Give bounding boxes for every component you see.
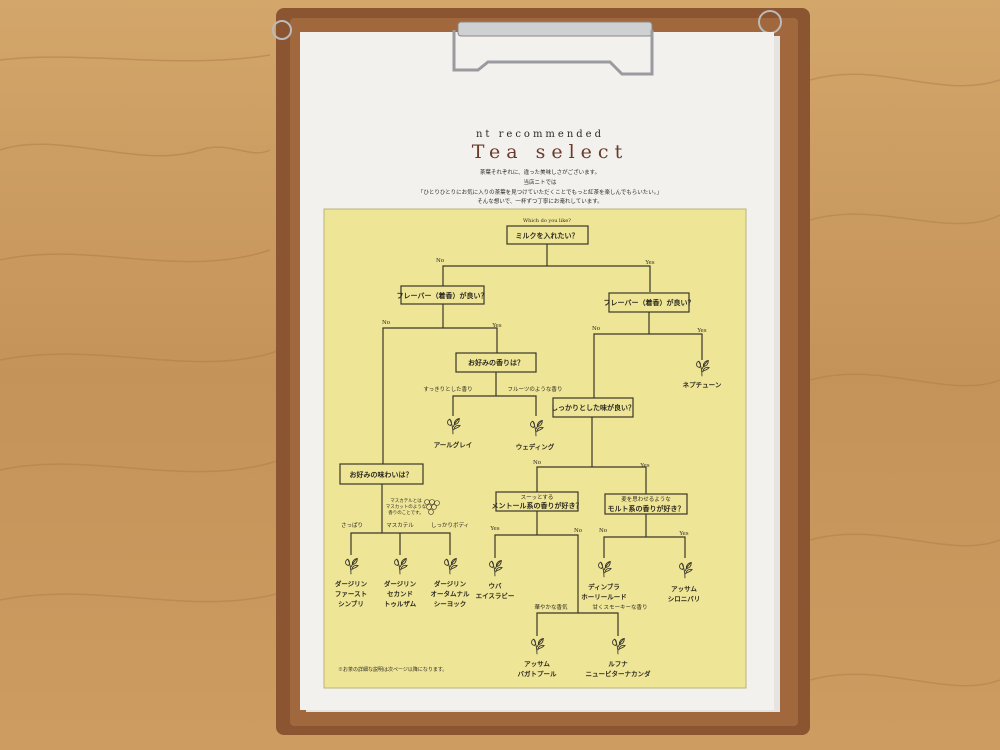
tea-darjeeling-autumnal: オータムナル — [431, 589, 471, 598]
branch-no: No — [382, 320, 391, 326]
question-malt-sub: 麦を思わせるような — [621, 495, 671, 503]
tea-darjeeling-second: セカンド — [387, 590, 413, 598]
question-box-flavor-left — [400, 285, 485, 305]
tea-darjeeling-autumnal: ダージリン — [434, 579, 467, 588]
tea-uva: ウバ — [489, 582, 503, 590]
branch-no: No — [574, 528, 583, 534]
branch-yes: Yes — [644, 260, 654, 266]
connector-lines — [350, 244, 703, 636]
tea-assam-bagatpur: バガトプール — [518, 669, 558, 678]
wood-grain — [0, 54, 1000, 687]
question-box-menthol — [495, 491, 579, 512]
option-smoky: 甘くスモーキーな香り — [592, 603, 647, 611]
tea-earl-grey: アールグレイ — [434, 440, 473, 449]
question-milk: ミルクを入れたい？ — [516, 231, 579, 240]
tea-darjeeling-second: トゥルザム — [384, 600, 417, 608]
question-flavor-left: フレーバー（着香）が良い？ — [397, 291, 488, 300]
option-light: さっぱり — [341, 522, 363, 529]
muscatel-note: マスカテルとは — [390, 498, 422, 504]
tea-wedding: ウェディング — [516, 442, 555, 451]
footnote: ※お茶の詳細な説明は次ページ以降になります。 — [338, 666, 447, 673]
branch-yes: Yes — [639, 463, 649, 469]
muscatel-note: マスカットのような — [386, 503, 427, 510]
tea-darjeeling-first: ファースト — [335, 590, 367, 598]
question-aroma: お好みの香りは？ — [468, 358, 524, 367]
question-box-flavor-right — [608, 292, 690, 313]
option-floral: 華やかな香気 — [534, 603, 568, 611]
start-label: Which do you like? — [523, 218, 571, 224]
option-muscatel: マスカテル — [386, 522, 414, 529]
question-malt: モルト系の香りが好き？ — [608, 504, 685, 513]
tea-darjeeling-second: ダージリン — [384, 579, 417, 588]
question-box-aroma — [455, 352, 537, 373]
binder-ring-left — [272, 20, 292, 40]
subtitle: nt recommended — [476, 129, 604, 140]
branch-yes: Yes — [489, 526, 499, 532]
page-title: Tea select — [472, 141, 628, 163]
option-full-body: しっかりボディ — [431, 521, 469, 529]
tea-ruhuna: ニュービターナカンダ — [586, 669, 652, 678]
tea-uva: エイスラビー — [476, 591, 515, 600]
question-rich: しっかりとした味が良い？ — [551, 403, 635, 412]
question-flavor-right: フレーバー（着香）が良い？ — [604, 298, 695, 307]
tea-dimbula: ホーリールード — [581, 593, 627, 601]
intro-line: 当店ニトでは — [523, 178, 557, 186]
grape-icon — [424, 499, 440, 515]
question-box-malt — [604, 493, 688, 515]
branch-yes: Yes — [696, 328, 706, 334]
tea-assam-sironibari: シロニバリ — [668, 595, 701, 603]
intro-line: そんな想いで、一杯ずつ丁寧にお淹れしています。 — [477, 197, 602, 205]
tea-darjeeling-first: ダージリン — [335, 579, 368, 588]
clipboard-clip[interactable] — [452, 21, 654, 76]
muscatel-note: 香りのことです。 — [388, 509, 423, 516]
intro-line: 茶葉それぞれに、違った美味しさがございます。 — [480, 168, 600, 176]
tea-ruhuna: ルフナ — [608, 660, 628, 668]
question-taste: お好みの味わいは？ — [350, 470, 413, 479]
question-box-milk — [506, 225, 589, 245]
tea-darjeeling-first: シンブリ — [338, 599, 364, 608]
option-fruity-aroma: フルーツのような香り — [508, 385, 563, 393]
tea-assam-bagatpur: アッサム — [524, 660, 550, 668]
question-box-taste — [339, 463, 424, 485]
flowchart-panel — [323, 208, 747, 689]
branch-no: No — [592, 326, 601, 332]
branch-yes: Yes — [678, 531, 688, 537]
intro-line: 「ひとりひとりにお気に入りの茶葉を見つけていただくことでもっと紅茶を楽しんでもら… — [418, 188, 662, 196]
tea-assam-sironibari: アッサム — [671, 585, 697, 593]
question-menthol-sub: スーッとする — [521, 494, 554, 501]
option-clean-aroma: すっきりとした香り — [423, 385, 472, 393]
tea-darjeeling-autumnal: シーヨック — [434, 599, 467, 608]
question-menthol: メントール系の香りが好き？ — [492, 501, 583, 510]
branch-no: No — [599, 528, 608, 534]
branch-no: No — [436, 258, 445, 264]
tea-neptune: ネプチューン — [683, 380, 722, 389]
tea-dimbula: ディンブラ — [588, 582, 620, 591]
branch-no: No — [533, 460, 542, 466]
flowchart: Which do you like? ミルクを入れたい？ No Yes フレーバ… — [323, 208, 747, 689]
branch-yes: Yes — [491, 323, 501, 329]
question-box-rich — [552, 397, 634, 418]
